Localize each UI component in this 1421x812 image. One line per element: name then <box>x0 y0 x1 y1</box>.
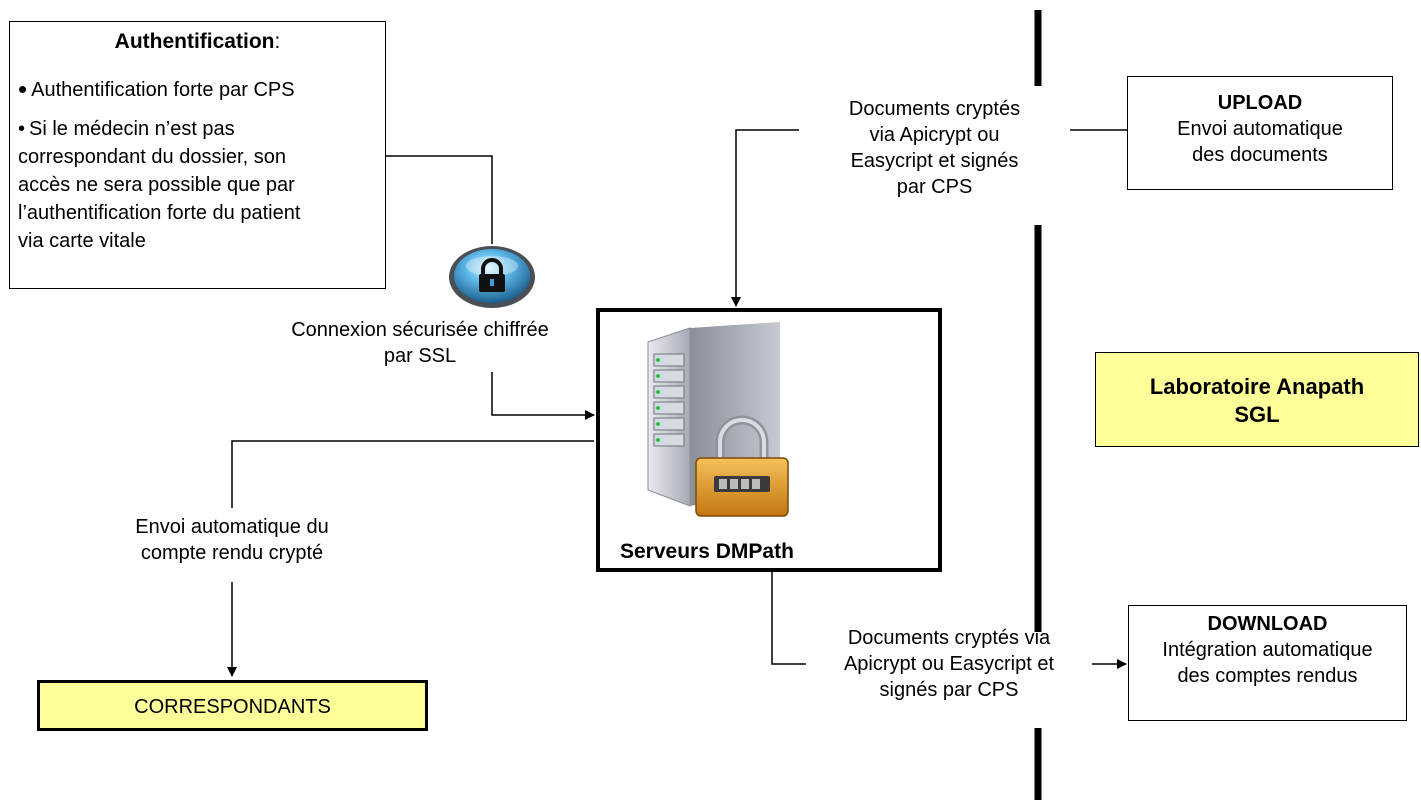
server-box: Serveurs DMPath <box>596 308 942 572</box>
laboratoire-box: Laboratoire Anapath SGL <box>1095 352 1419 447</box>
auth-bullet-1: •Authentification forte par CPS <box>18 74 295 104</box>
download-text: DOWNLOAD Intégration automatique des com… <box>1129 611 1406 689</box>
auth-bullet-2-line-2: correspondant du dossier, son <box>18 146 286 168</box>
correspondants-box: CORRESPONDANTS <box>37 680 428 731</box>
envoi-line-top <box>231 440 594 508</box>
auth-bullet-2: •Si le médecin n’est pas <box>18 118 235 140</box>
ssl-label: Connexion sécurisée chiffrée par SSL <box>291 319 549 367</box>
auth-bullet-2-line-4: l’authentification forte du patient <box>18 202 301 224</box>
correspondants-label: CORRESPONDANTS <box>134 696 331 718</box>
auth-title: Authentification: <box>114 30 281 53</box>
upload-title: UPLOAD <box>1217 92 1303 114</box>
download-box: DOWNLOAD Intégration automatique des com… <box>1128 605 1407 721</box>
auth-bullet-2-line-5: via carte vitale <box>18 230 146 252</box>
server-label: Serveurs DMPath <box>620 540 794 563</box>
upload-text: UPLOAD Envoi automatique des documents <box>1128 90 1392 168</box>
envoi-label: Envoi automatique du compte rendu crypté <box>135 516 329 564</box>
lock-icon <box>449 246 535 308</box>
laboratoire-label: Laboratoire Anapath SGL <box>1149 374 1365 427</box>
ssl-arrow <box>491 372 595 420</box>
docs-bottom-label: Documents cryptés via Apicrypt ou Easycr… <box>843 627 1055 701</box>
upload-box: UPLOAD Envoi automatique des documents <box>1127 76 1393 190</box>
docs-top-label: Documents cryptés via Apicrypt ou Easycr… <box>848 98 1021 198</box>
auth-to-lock-line <box>385 155 493 244</box>
auth-bullet-2-line-3: accès ne sera possible que par <box>18 174 295 196</box>
docs-top-arrow <box>731 129 799 307</box>
docs-bottom-line <box>771 570 806 665</box>
padlock-icon <box>695 415 789 517</box>
download-title: DOWNLOAD <box>1207 613 1328 635</box>
auth-box: Authentification: •Authentification fort… <box>9 21 386 289</box>
